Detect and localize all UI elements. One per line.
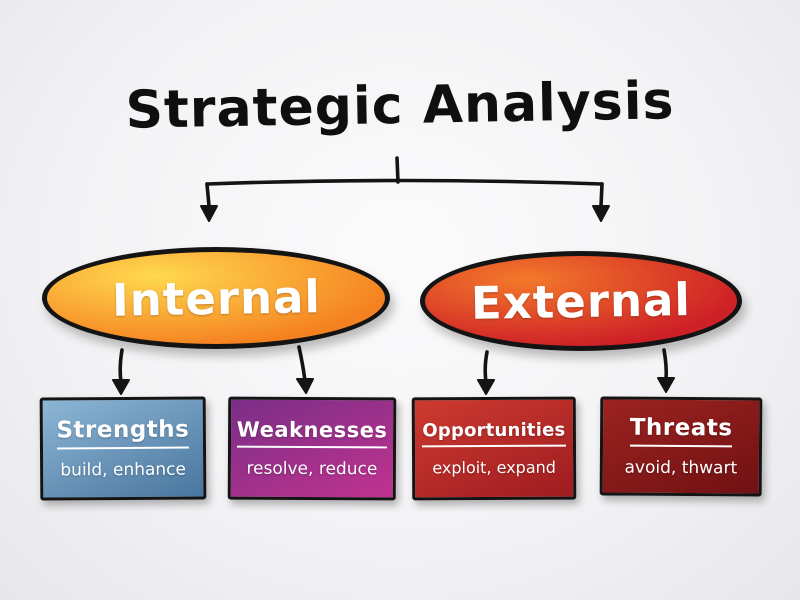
arrow-to-weaknesses-line <box>297 345 307 383</box>
box-weaknesses: Weaknesses resolve, reduce <box>227 396 397 501</box>
box-strengths: Strengths build, enhance <box>39 396 207 501</box>
box-opportunities-subtitle: exploit, expand <box>432 457 556 478</box>
arrow-to-internal-line <box>205 182 211 208</box>
arrow-to-strengths-head <box>112 379 130 395</box>
box-weaknesses-heading: Weaknesses <box>236 417 388 449</box>
arrow-to-internal-head <box>200 205 218 222</box>
box-opportunities: Opportunities exploit, expand <box>411 396 577 501</box>
box-threats: Threats avoid, thwart <box>599 396 763 497</box>
arrow-to-external-head <box>592 205 610 222</box>
arrow-to-strengths-line <box>118 348 124 384</box>
node-internal: Internal <box>42 247 390 349</box>
title-stub-line <box>395 156 400 184</box>
node-external: External <box>420 251 742 351</box>
arrow-to-opportunities-line <box>483 350 489 384</box>
arrow-to-weaknesses-head <box>296 378 314 394</box>
box-opportunities-heading: Opportunities <box>422 419 566 448</box>
arrow-to-threats-head <box>657 377 675 393</box>
box-threats-heading: Threats <box>629 414 733 448</box>
box-strengths-subtitle: build, enhance <box>60 459 187 481</box>
bracket-line <box>205 178 604 186</box>
box-threats-subtitle: avoid, thwart <box>624 457 738 479</box>
arrow-to-opportunities-head <box>477 379 495 395</box>
arrow-to-threats-line <box>662 348 669 382</box>
node-internal-label: Internal <box>111 269 321 327</box>
arrow-to-external-line <box>599 182 604 208</box>
node-external-label: External <box>470 272 692 330</box>
box-weaknesses-subtitle: resolve, reduce <box>246 458 378 480</box>
box-strengths-heading: Strengths <box>56 416 190 450</box>
